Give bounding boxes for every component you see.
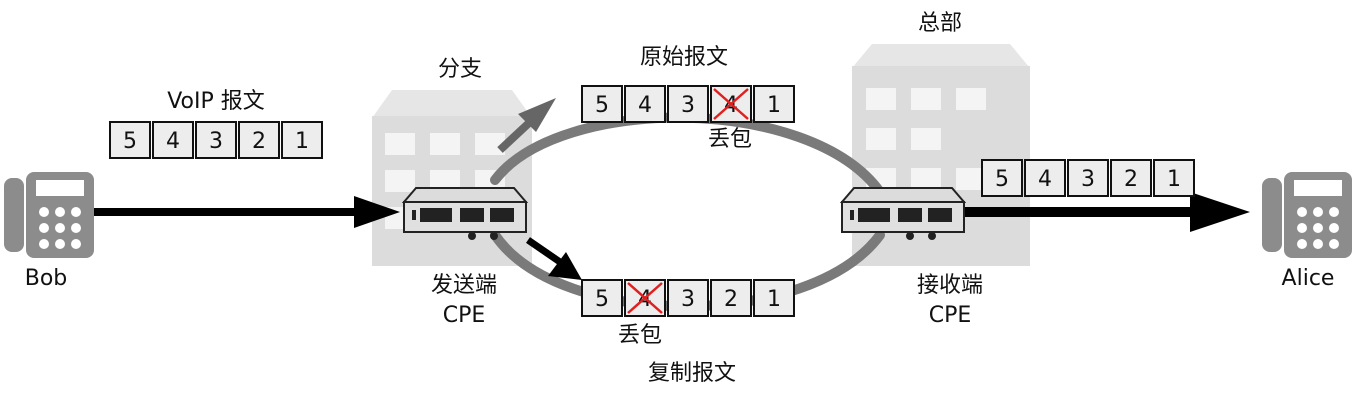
packets-copied: 5 4 3 2 1 bbox=[581, 279, 795, 317]
arrow-bob-to-cpe bbox=[92, 196, 400, 228]
packet-loss-top-label: 丢包 bbox=[708, 127, 752, 152]
packet-loss-bottom-label: 丢包 bbox=[618, 323, 662, 348]
packets-received: 5 4 3 2 1 bbox=[981, 159, 1195, 197]
packet-voip-2: 3 bbox=[209, 129, 223, 154]
bob-phone-icon bbox=[4, 172, 94, 258]
arrow-copied bbox=[526, 237, 582, 280]
packet-received-0: 5 bbox=[995, 167, 1009, 192]
sender-label-line1: 发送端 bbox=[431, 273, 497, 298]
branch-label: 分支 bbox=[438, 57, 482, 82]
sender-label-line2: CPE bbox=[443, 303, 486, 328]
packet-voip-0: 5 bbox=[123, 129, 137, 154]
alice-label: Alice bbox=[1282, 266, 1335, 291]
packet-original-4: 1 bbox=[767, 93, 781, 118]
voip-packets-label: VoIP 报文 bbox=[167, 89, 265, 114]
packet-received-2: 3 bbox=[1081, 167, 1095, 192]
arrow-cpe-to-alice bbox=[960, 192, 1250, 232]
packet-copied-4: 1 bbox=[767, 287, 781, 312]
receiver-label-line2: CPE bbox=[929, 303, 972, 328]
receiver-label-line1: 接收端 bbox=[917, 273, 983, 298]
packet-voip-1: 4 bbox=[166, 129, 180, 154]
copied-packets-label: 复制报文 bbox=[648, 361, 736, 386]
packet-received-1: 4 bbox=[1038, 167, 1052, 192]
packet-original-1: 4 bbox=[638, 93, 652, 118]
packet-copied-3: 2 bbox=[724, 287, 738, 312]
packet-original-0: 5 bbox=[595, 93, 609, 118]
branch-building bbox=[372, 90, 532, 266]
sender-cpe-device bbox=[401, 187, 529, 240]
receiver-cpe-device bbox=[839, 187, 967, 240]
loss-mark-bottom-icon bbox=[627, 282, 663, 314]
packet-copied-2: 3 bbox=[681, 287, 695, 312]
hq-label: 总部 bbox=[918, 11, 962, 36]
bob-label: Bob bbox=[25, 266, 68, 291]
packet-copied-0: 5 bbox=[595, 287, 609, 312]
alice-phone-icon bbox=[1262, 172, 1352, 258]
packet-received-4: 1 bbox=[1167, 167, 1181, 192]
original-packets-label: 原始报文 bbox=[640, 45, 728, 70]
packet-original-2: 3 bbox=[681, 93, 695, 118]
path-original bbox=[490, 112, 885, 197]
packet-received-3: 2 bbox=[1124, 167, 1138, 192]
packets-original: 5 4 3 4 1 bbox=[581, 85, 795, 123]
packet-voip-3: 2 bbox=[252, 129, 266, 154]
packets-voip: 5 4 3 2 1 bbox=[109, 121, 323, 159]
packet-voip-4: 1 bbox=[295, 129, 309, 154]
arrow-original bbox=[497, 98, 556, 153]
loss-mark-top-icon bbox=[713, 88, 749, 120]
